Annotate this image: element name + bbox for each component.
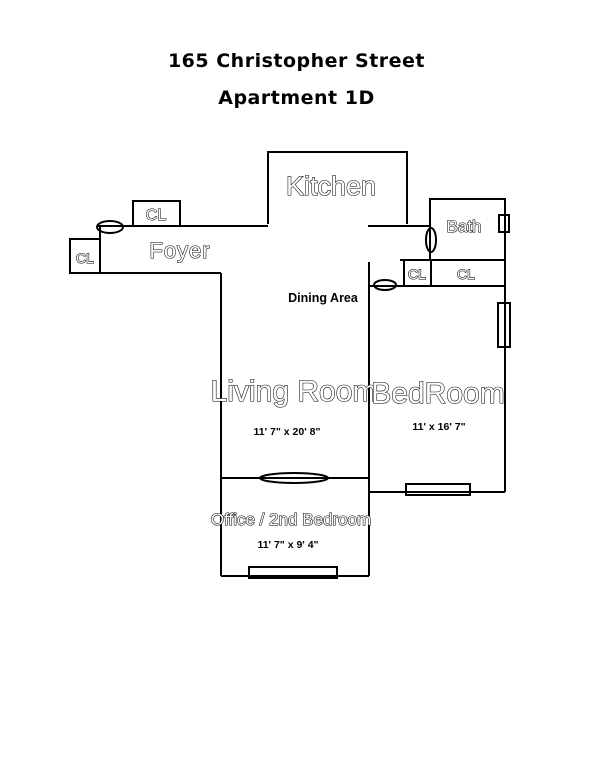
bedroom-door (373, 279, 397, 291)
kitchen-label: Kitchen (286, 171, 376, 201)
foyer-door (96, 220, 124, 234)
kitchen-walls (267, 151, 408, 224)
bedroom-dims: 11' x 16' 7" (412, 421, 465, 433)
apartment-title: Apartment 1D (218, 87, 375, 109)
bedroom-side-window (497, 302, 511, 348)
office-dims: 11' 7" x 9' 4" (257, 539, 318, 551)
office-label: Office / 2nd Bedroom (211, 510, 371, 529)
bedroom-bottom-window (405, 483, 471, 496)
address-title: 165 Christopher Street (167, 50, 426, 72)
office-window (248, 566, 338, 579)
bedroom-label: BedRoom (371, 377, 504, 410)
closet-top-label: CL (146, 207, 167, 224)
bath-label: Bath (447, 217, 482, 236)
living-dims: 11' 7" x 20' 8" (254, 426, 321, 438)
office-door (259, 472, 329, 484)
bath-walls (429, 198, 506, 260)
foyer-label: Foyer (149, 238, 210, 263)
closet-left-label: CL (76, 250, 94, 266)
dining-label: Dining Area (288, 291, 359, 305)
closet-bath-2-label: CL (457, 266, 475, 282)
closet-top (132, 200, 181, 227)
closet-bath-1-label: CL (408, 266, 426, 282)
bath-window (498, 214, 510, 233)
bath-door (425, 227, 437, 253)
living-label: Living Room (211, 375, 378, 408)
